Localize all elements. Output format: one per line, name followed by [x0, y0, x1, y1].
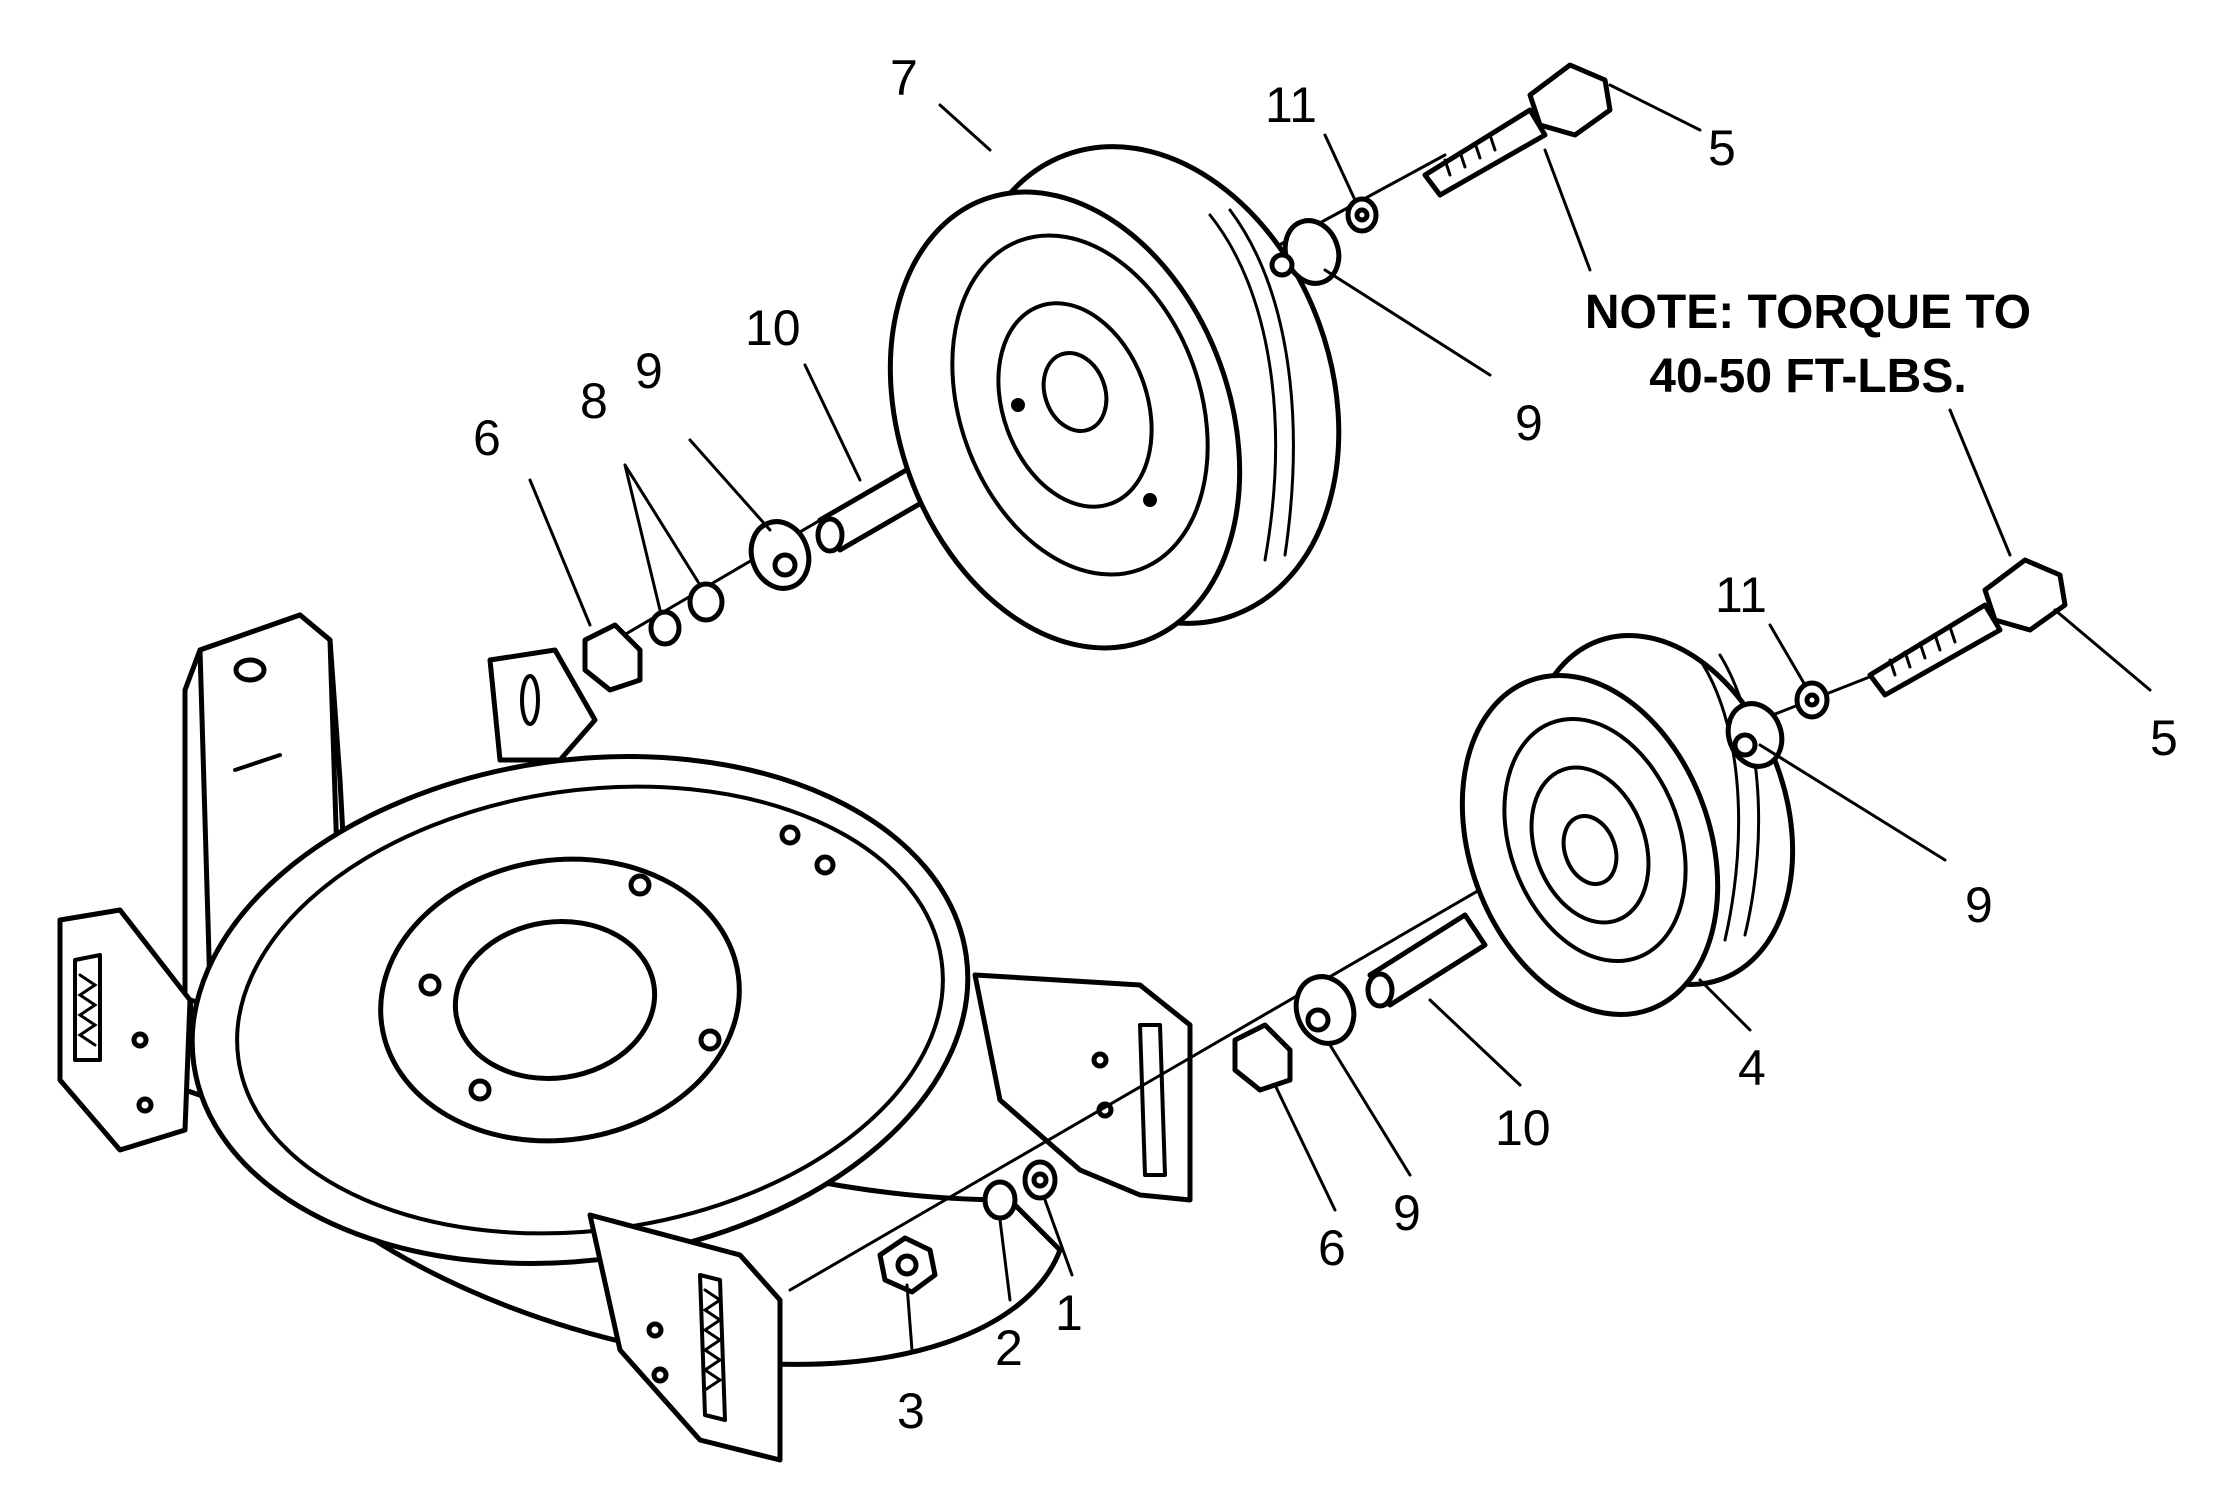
top-wheel-assembly [582, 62, 1613, 693]
leader-lines [528, 83, 2152, 1352]
callout-1: 1 [1055, 1285, 1083, 1341]
callout-labels: 7 11 5 10 9 8 6 9 11 5 9 4 10 9 6 1 2 3 [473, 50, 2178, 1439]
callout-6-left: 6 [473, 410, 501, 466]
callout-9-bottom-right: 9 [1965, 877, 1993, 933]
part-2-lock-washer [982, 1179, 1018, 1221]
part-8-spacer-b [687, 581, 725, 623]
part-5-bolt-bottom [1867, 557, 2068, 698]
torque-note: NOTE: TORQUE TO 40-50 FT-LBS. [1585, 286, 2031, 403]
bottom-wheel-assembly [877, 557, 2068, 1295]
callout-5-top: 5 [1708, 120, 1736, 176]
callout-5-bottom: 5 [2150, 710, 2178, 766]
note-line-1: NOTE: TORQUE TO [1585, 286, 2031, 339]
callout-7: 7 [890, 50, 918, 106]
part-7-wheel [887, 144, 1342, 651]
part-6-nut-block-top [582, 622, 643, 693]
callout-9-top-left: 9 [635, 343, 663, 399]
part-4-wheel [1459, 633, 1796, 1017]
callout-10-top: 10 [745, 300, 801, 356]
part-8-spacer-a [648, 609, 682, 647]
callout-10-bottom: 10 [1495, 1100, 1551, 1156]
part-6-nut-block-bottom [1232, 1022, 1293, 1093]
callout-3: 3 [897, 1383, 925, 1439]
mower-deck [57, 612, 1193, 1463]
callout-11-bottom: 11 [1715, 567, 1767, 623]
callout-9-top-right: 9 [1515, 395, 1543, 451]
callout-2: 2 [995, 1320, 1023, 1376]
note-line-2: 40-50 FT-LBS. [1649, 350, 1966, 403]
callout-11-top: 11 [1265, 77, 1317, 133]
callout-4: 4 [1738, 1040, 1766, 1096]
callout-8: 8 [580, 373, 608, 429]
part-5-bolt-top [1422, 62, 1613, 198]
callout-9-bottom-left: 9 [1393, 1185, 1421, 1241]
callout-6-right: 6 [1318, 1220, 1346, 1276]
